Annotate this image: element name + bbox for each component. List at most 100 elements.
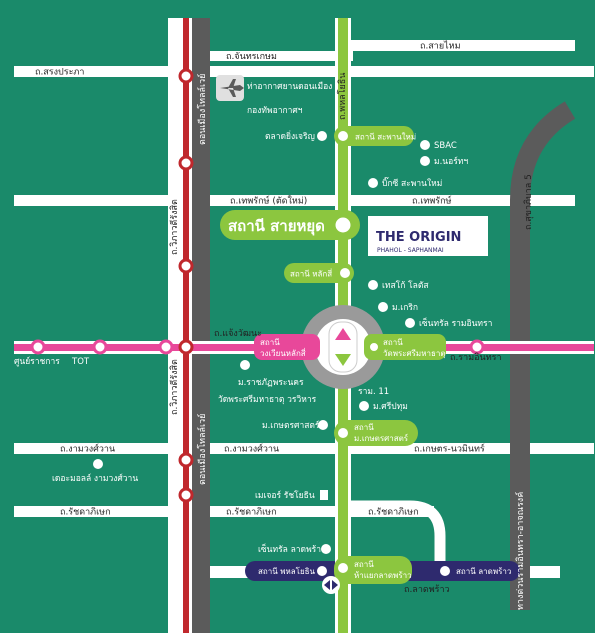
red-station-3[interactable] xyxy=(178,258,194,274)
poi-sbac-label: SBAC xyxy=(434,141,457,151)
poi-airport: ท่าอากาศยานดอนเมือง xyxy=(216,75,332,101)
expressway xyxy=(510,101,576,610)
station-wongwian-label-1: สถานี xyxy=(260,338,280,347)
poi-bigc: บิ๊กซี สะพานใหม่ xyxy=(368,176,442,189)
stop-tot-label: TOT xyxy=(71,357,90,367)
poi-kaset-u-label: ม.เกษตรศาสตร์ xyxy=(262,420,320,431)
red-line-stations xyxy=(178,68,194,503)
road-label-ratch-2: ถ.รัชดาภิเษก xyxy=(226,507,277,518)
road-sai-mai xyxy=(350,40,575,51)
station-laksi-dot xyxy=(338,266,352,280)
station-phahon[interactable]: สถานี พหลโยธิน xyxy=(258,564,329,578)
station-main-dot xyxy=(332,214,354,236)
poi-bigc-label: บิ๊กซี สะพานใหม่ xyxy=(382,176,442,189)
station-wongwian-label-2: วงเวียนหลักสี่ xyxy=(260,347,306,358)
station-ha-yaek-dot xyxy=(336,561,350,575)
poi-major-label: เมเจอร์ รัชโยธิน xyxy=(255,490,315,501)
red-station-5[interactable] xyxy=(178,452,194,468)
road-label-donmuang-1: ดอนเมืองโทลล์เวย์ xyxy=(196,74,208,145)
pink-station-ram[interactable] xyxy=(469,339,485,355)
pink-station-tot[interactable] xyxy=(92,339,108,355)
road-network xyxy=(14,18,594,633)
road-label-thep: ถ.เทพรักษ์ xyxy=(412,195,452,207)
direction-left-icon xyxy=(324,580,330,590)
road-label-ratch-1: ถ.รัชดาภิเษก xyxy=(60,507,111,518)
red-line xyxy=(183,18,189,633)
station-wat-dot xyxy=(368,341,380,353)
station-laksi-label: สถานี หลักสี่ xyxy=(290,268,332,279)
poi-sbac: SBAC xyxy=(420,140,457,151)
poi-airforce-label: กองทัพอากาศฯ xyxy=(247,106,303,116)
station-main[interactable]: สถานี สายหยุด xyxy=(220,210,360,240)
road-label-phahon: ถ.พหลโยธิน xyxy=(337,73,348,120)
station-saphan-mai[interactable]: สถานี สะพานใหม่ xyxy=(334,126,416,146)
poi-central-lat-label: เซ็นทรัล ลาดพร้าว xyxy=(258,543,326,555)
cart-icon xyxy=(368,178,378,188)
poi-north-label: ม.นอร์ทฯ xyxy=(434,156,468,167)
poi-central-ram: เซ็นทรัล รามอินทรา xyxy=(405,317,492,329)
pink-station-3[interactable] xyxy=(158,339,174,355)
station-lat-phrao[interactable]: สถานี ลาดพร้าว xyxy=(438,564,511,578)
stop-govt-label: ศูนย์ราชการ xyxy=(14,356,60,367)
school-icon xyxy=(420,140,430,150)
station-kaset[interactable]: สถานี ม.เกษตรศาสตร์ xyxy=(334,420,418,446)
road-label-thep-new: ถ.เทพรักษ์ (ตัดใหม่) xyxy=(230,195,307,207)
poi-central-ram-label: เซ็นทรัล รามอินทรา xyxy=(419,317,492,329)
school-icon xyxy=(240,360,250,370)
road-label-ngam-1: ถ.งามวงศ์วาน xyxy=(60,443,115,455)
school-icon xyxy=(318,420,328,430)
poi-siprathum-label: ม.ศรีปทุม xyxy=(373,401,408,412)
cart-icon xyxy=(368,280,378,290)
station-kaset-pill xyxy=(334,420,418,446)
poi-krirk-label: ม.เกริก xyxy=(392,303,418,313)
road-label-sai-mai: ถ.สายไหม xyxy=(420,41,461,52)
school-icon xyxy=(359,401,369,411)
poi-siprathum: ม.ศรีปทุม xyxy=(359,401,408,412)
station-kaset-label-1: สถานี xyxy=(354,423,374,432)
origin-logo: THE ORIGIN PHAHOL - SAPHANMAI xyxy=(368,216,488,256)
station-lat-phrao-label: สถานี ลาดพร้าว xyxy=(456,567,511,576)
road-label-sarasin: ถ.สรงประภา xyxy=(35,68,84,78)
road-label-chan: ถ.จันทรเกษม xyxy=(226,52,277,62)
direction-right-icon xyxy=(332,580,338,590)
poi-themall: เดอะมอลล์ งามวงศ์วาน xyxy=(52,459,138,484)
station-ha-yaek-pill xyxy=(334,556,412,584)
red-station-1[interactable] xyxy=(178,68,194,84)
cart-icon xyxy=(405,318,415,328)
red-station-4[interactable] xyxy=(178,339,194,355)
origin-logo-line2: PHAHOL - SAPHANMAI xyxy=(377,247,444,254)
poi-airport-label: ท่าอากาศยานดอนเมือง xyxy=(247,81,332,92)
station-saphan-mai-pill xyxy=(334,126,414,146)
poi-major: เมเจอร์ รัชโยธิน xyxy=(255,490,328,501)
road-label-sukhaphiban: ถ.สุขาภิบาล 5 xyxy=(523,174,534,230)
poi-central-lat: เซ็นทรัล ลาดพร้าว xyxy=(258,543,331,555)
poi-lotus-label: เทสโก้ โลตัส xyxy=(382,280,429,291)
station-laksi[interactable]: สถานี หลักสี่ xyxy=(284,263,354,283)
poi-wat-label: วัดพระศรีมหาธาตุ วรวิหาร xyxy=(218,394,317,405)
donmuang-tollway xyxy=(192,18,210,633)
red-station-6[interactable] xyxy=(178,487,194,503)
poi-rajabhat-label: ม.ราชภัฏพระนคร xyxy=(238,378,304,388)
road-label-chaeng: ถ.แจ้งวัฒนะ xyxy=(214,328,262,339)
poi-talad-label: ตลาดยิ่งเจริญ xyxy=(265,130,315,142)
station-laksi-pill xyxy=(284,263,354,283)
road-label-donmuang-2: ดอนเมืองโทลล์เวย์ xyxy=(196,414,208,485)
station-wat-label-2: วัดพระศรีมหาธาตุ xyxy=(383,349,446,358)
cinema-icon xyxy=(320,490,328,500)
road-ngam xyxy=(14,443,594,454)
station-kaset-label-2: ม.เกษตรศาสตร์ xyxy=(354,433,409,443)
red-station-2[interactable] xyxy=(178,155,194,171)
poi-kaset-u: ม.เกษตรศาสตร์ xyxy=(262,420,328,431)
station-wat-phra-sri[interactable]: สถานี วัดพระศรีมหาธาตุ xyxy=(364,334,446,360)
direction-icon xyxy=(322,576,340,594)
cart-icon xyxy=(317,131,327,141)
station-ha-yaek[interactable]: สถานี ห้าแยกลาดพร้าว xyxy=(334,556,412,584)
road-sarasin xyxy=(14,66,594,77)
station-ha-yaek-label-2: ห้าแยกลาดพร้าว xyxy=(354,571,412,580)
station-wongwian-laksi[interactable]: สถานี วงเวียนหลักสี่ xyxy=(254,334,320,360)
pink-station-govt[interactable] xyxy=(30,339,46,355)
road-vibhavadi xyxy=(168,18,181,633)
interchange-badge xyxy=(328,321,358,373)
road-label-ngam-2: ถ.งามวงศ์วาน xyxy=(224,443,279,455)
